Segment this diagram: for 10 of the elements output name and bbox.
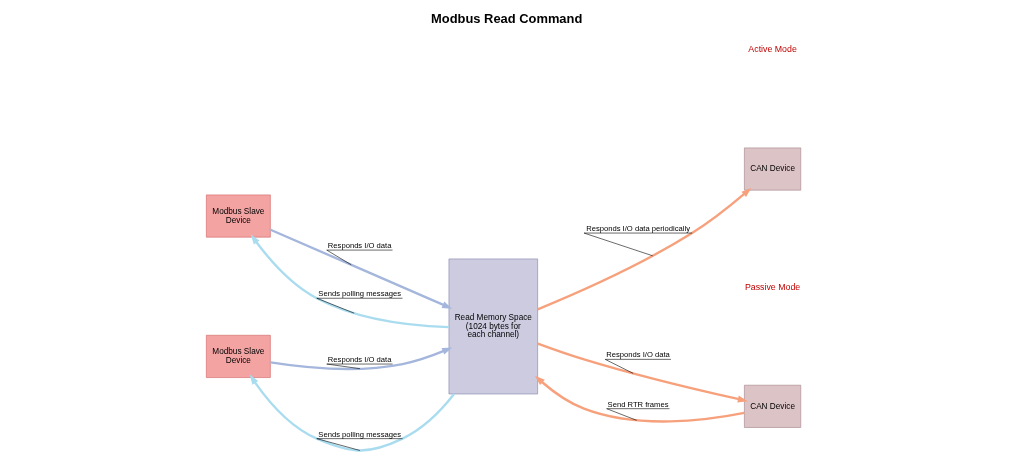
arrow bbox=[270, 347, 453, 371]
arrow bbox=[250, 234, 449, 329]
label: Active Mode bbox=[748, 44, 797, 55]
label: Passive Mode bbox=[744, 281, 801, 292]
arrow bbox=[537, 342, 748, 403]
diagram-title: Modbus Read Command bbox=[431, 10, 583, 26]
arrow bbox=[537, 187, 752, 311]
arrow bbox=[270, 228, 453, 309]
arrow bbox=[249, 374, 455, 452]
arrow bbox=[535, 375, 745, 423]
